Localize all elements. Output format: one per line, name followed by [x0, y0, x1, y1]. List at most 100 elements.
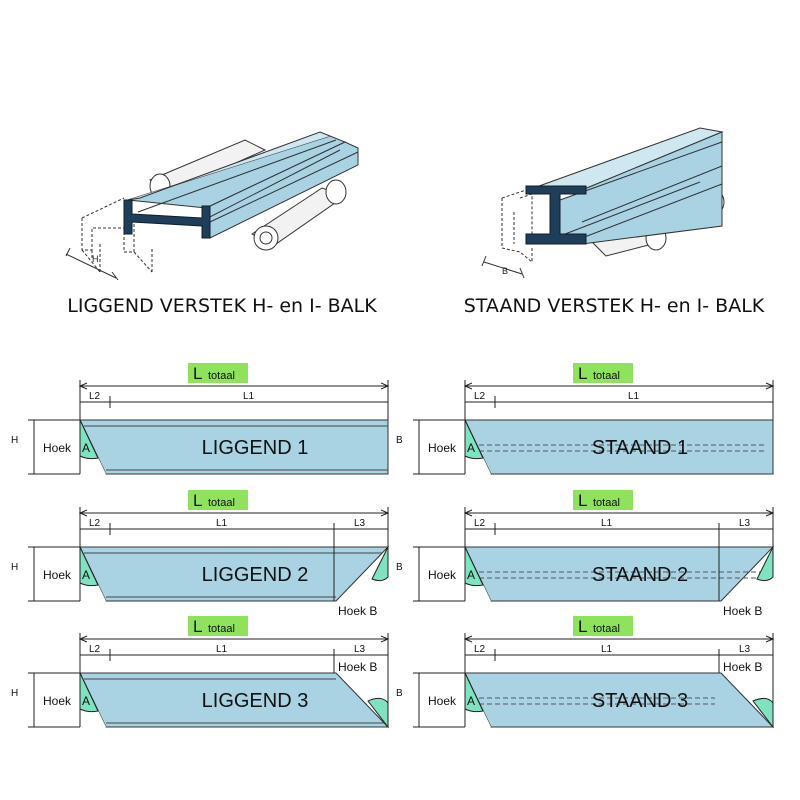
l-totaal-letter: L: [193, 617, 202, 636]
l-totaal-letter: L: [578, 364, 587, 383]
angle-b-marker: Hoek B: [338, 546, 389, 618]
b-dimension: B: [396, 672, 465, 728]
l2-label: L2: [89, 391, 101, 402]
l1-label: L1: [216, 518, 228, 529]
angle-a-label: Hoek A: [428, 694, 475, 708]
angle-a-marker: [464, 419, 491, 474]
svg-text:A: A: [467, 441, 475, 455]
beam-name: LIGGEND 2: [202, 564, 309, 586]
angle-a-label: Hoek A: [428, 568, 475, 582]
svg-text:A: A: [82, 441, 90, 455]
segment-dimensions: L2 L1 L3: [465, 518, 773, 535]
svg-text:A: A: [467, 694, 475, 708]
beam-name: LIGGEND 3: [202, 690, 309, 712]
l-totaal-letter: L: [193, 491, 202, 510]
segment-dimensions: L2 L1: [80, 391, 388, 408]
svg-text:Hoek: Hoek: [43, 694, 72, 708]
l-totaal-word: totaal: [208, 497, 235, 509]
staand-beam-illustration: B: [481, 127, 725, 279]
h-dimension: H: [11, 672, 80, 728]
beam-name: STAAND 1: [592, 437, 688, 459]
l-totaal-dimension: [463, 633, 775, 673]
angle-a-label: Hoek A: [43, 441, 90, 455]
l-totaal-dimension: [78, 633, 390, 673]
l-totaal-letter: L: [578, 617, 587, 636]
side-dimension-label: H: [11, 562, 18, 573]
angle-b-marker: Hoek B: [338, 660, 389, 729]
l2-label: L2: [474, 644, 486, 655]
svg-text:Hoek: Hoek: [43, 568, 72, 582]
l3-label: L3: [354, 518, 366, 529]
svg-text:A: A: [467, 568, 475, 582]
side-dimension-label: H: [11, 688, 18, 699]
l-totaal-letter: L: [193, 364, 202, 383]
svg-text:A: A: [82, 568, 90, 582]
l-totaal-word: totaal: [593, 497, 620, 509]
l1-label: L1: [628, 391, 640, 402]
b-dimension: B: [396, 419, 465, 475]
beam-name: LIGGEND 1: [202, 437, 309, 459]
angle-b-label: Hoek B: [723, 660, 762, 674]
l-totaal-word: totaal: [208, 370, 235, 382]
h-dimension: H: [65, 247, 119, 281]
roller: [250, 179, 347, 251]
l-totaal-letter: L: [578, 491, 587, 510]
l1-label: L1: [243, 391, 255, 402]
side-dimension-label: H: [11, 435, 18, 446]
svg-text:Hoek: Hoek: [428, 568, 457, 582]
ghost-beam-outline: [81, 197, 153, 273]
l1-label: L1: [601, 518, 613, 529]
h-dimension-label: H: [92, 254, 99, 264]
h-dimension: H: [11, 546, 80, 602]
angle-b-label: Hoek B: [338, 660, 377, 674]
angle-b-marker: Hoek B: [723, 546, 774, 618]
beam-name: STAAND 3: [592, 690, 688, 712]
svg-text:Hoek: Hoek: [43, 441, 72, 455]
segment-dimensions: L2 L1: [465, 391, 773, 408]
angle-a-marker: [79, 546, 106, 601]
svg-text:A: A: [82, 694, 90, 708]
staand-caption: STAAND VERSTEK H- en I- BALK: [464, 295, 765, 317]
l3-label: L3: [739, 518, 751, 529]
l3-label: L3: [354, 644, 366, 655]
angle-b-marker: Hoek B: [723, 660, 774, 729]
side-dimension-label: B: [396, 435, 403, 446]
segment-dimensions: L2 L1 L3: [80, 518, 388, 535]
svg-text:Hoek: Hoek: [428, 694, 457, 708]
l-totaal-dimension: [463, 380, 775, 420]
l2-label: L2: [474, 391, 486, 402]
angle-b-label: Hoek B: [338, 604, 377, 618]
beam-section-end: [123, 199, 211, 239]
beam-name: STAAND 2: [592, 564, 688, 586]
l-totaal-dimension: [78, 380, 390, 420]
side-dimension-label: B: [396, 688, 403, 699]
angle-a-marker: [79, 672, 106, 727]
l-totaal-dimension: [78, 507, 390, 547]
angle-a-marker: [79, 419, 106, 474]
b-dimension-label: B: [502, 266, 508, 276]
l2-label: L2: [89, 518, 101, 529]
b-dimension: B: [481, 255, 525, 279]
b-dimension: B: [396, 546, 465, 602]
l3-label: L3: [739, 644, 751, 655]
liggend-beam-illustration: H: [65, 131, 359, 281]
l2-label: L2: [474, 518, 486, 529]
l-totaal-dimension: [463, 507, 775, 547]
angle-a-marker: [464, 672, 491, 727]
angle-a-marker: [464, 546, 491, 601]
l-totaal-word: totaal: [593, 370, 620, 382]
l-totaal-word: totaal: [208, 623, 235, 635]
